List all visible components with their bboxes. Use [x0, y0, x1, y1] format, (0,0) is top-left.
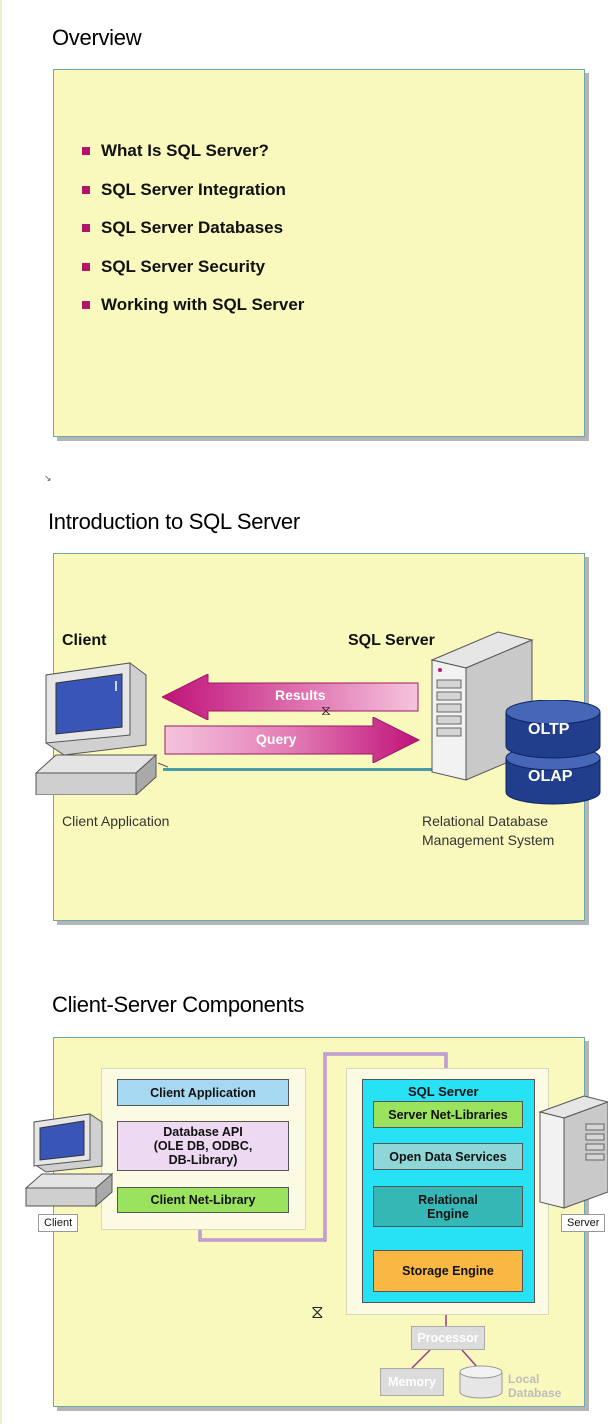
overview-title: Overview: [52, 25, 142, 50]
database-api-line3: DB-Library): [168, 1153, 238, 1167]
intro-client-label: Client: [62, 632, 107, 649]
server-stack-title: SQL Server: [408, 1084, 479, 1099]
small-server-tower-icon: [538, 1095, 608, 1209]
local-database-icon: [459, 1365, 503, 1399]
bullet-text: SQL Server Security: [101, 256, 266, 276]
bullet-square-icon: [82, 185, 90, 194]
relational-engine-line2: Engine: [427, 1206, 469, 1221]
hourglass-icon: ⧖: [321, 702, 331, 718]
bullet-square-icon: [82, 262, 90, 271]
bullet-text: SQL Server Databases: [101, 218, 284, 238]
results-arrow: [162, 674, 419, 720]
open-data-services-box: Open Data Services: [373, 1143, 523, 1170]
rdbms-caption-line1: Relational Database: [422, 813, 549, 829]
bullet-text: SQL Server Integration: [101, 179, 286, 199]
bullet-item: What Is SQL Server?: [82, 132, 304, 171]
components-title: Client-Server Components: [52, 992, 305, 1017]
memory-box: Memory: [380, 1368, 444, 1396]
intro-server-label: SQL Server: [348, 632, 435, 649]
bullet-text: What Is SQL Server?: [101, 141, 269, 161]
database-api-box: Database API (OLE DB, ODBC, DB-Library): [117, 1121, 289, 1171]
query-arrow: [164, 717, 421, 763]
local-database-label-line1: Local: [508, 1372, 540, 1386]
bullet-item: Working with SQL Server: [82, 286, 304, 325]
client-netlib-box: Client Net-Library: [117, 1187, 289, 1213]
database-cylinders-icon: [505, 700, 601, 805]
local-database-label-line2: Database: [508, 1386, 562, 1400]
overview-bullet-list: What Is SQL Server? SQL Server Integrati…: [82, 132, 304, 325]
overview-panel: What Is SQL Server? SQL Server Integrati…: [53, 69, 585, 437]
client-application-caption: Client Application: [62, 813, 170, 829]
bullet-square-icon: [82, 301, 90, 310]
network-line: [163, 768, 433, 771]
rdbms-caption-line2: Management System: [422, 832, 555, 848]
mouse-cursor-icon: ↘: [44, 473, 52, 483]
bullet-text: Working with SQL Server: [101, 295, 305, 315]
database-api-line2: (OLE DB, ODBC,: [153, 1139, 253, 1153]
small-client-computer-icon: [24, 1113, 114, 1208]
left-edge-line: [0, 0, 2, 1424]
client-app-box: Client Application: [117, 1079, 289, 1106]
bullet-square-icon: [82, 224, 90, 233]
relational-engine-box: Relational Engine: [373, 1186, 523, 1227]
results-arrow-label: Results: [275, 687, 326, 703]
storage-engine-box: Storage Engine: [373, 1250, 523, 1292]
server-netlibs-box: Server Net-Libraries: [373, 1101, 523, 1128]
intro-title: Introduction to SQL Server: [48, 509, 300, 534]
bullet-item: SQL Server Security: [82, 248, 304, 287]
server-label: Server: [561, 1214, 606, 1232]
processor-box: Processor: [411, 1326, 485, 1350]
db-olap-label: OLAP: [528, 768, 573, 785]
bullet-item: SQL Server Databases: [82, 209, 304, 248]
relational-engine-line1: Relational: [418, 1192, 478, 1207]
bullet-square-icon: [82, 147, 90, 156]
bullet-item: SQL Server Integration: [82, 171, 304, 210]
client-label: Client: [38, 1214, 79, 1232]
client-computer-icon: [34, 662, 168, 795]
db-oltp-label: OLTP: [528, 721, 570, 738]
hourglass-icon: ⧖: [311, 1302, 324, 1322]
query-arrow-label: Query: [256, 731, 297, 747]
database-api-line1: Database API: [163, 1125, 243, 1139]
